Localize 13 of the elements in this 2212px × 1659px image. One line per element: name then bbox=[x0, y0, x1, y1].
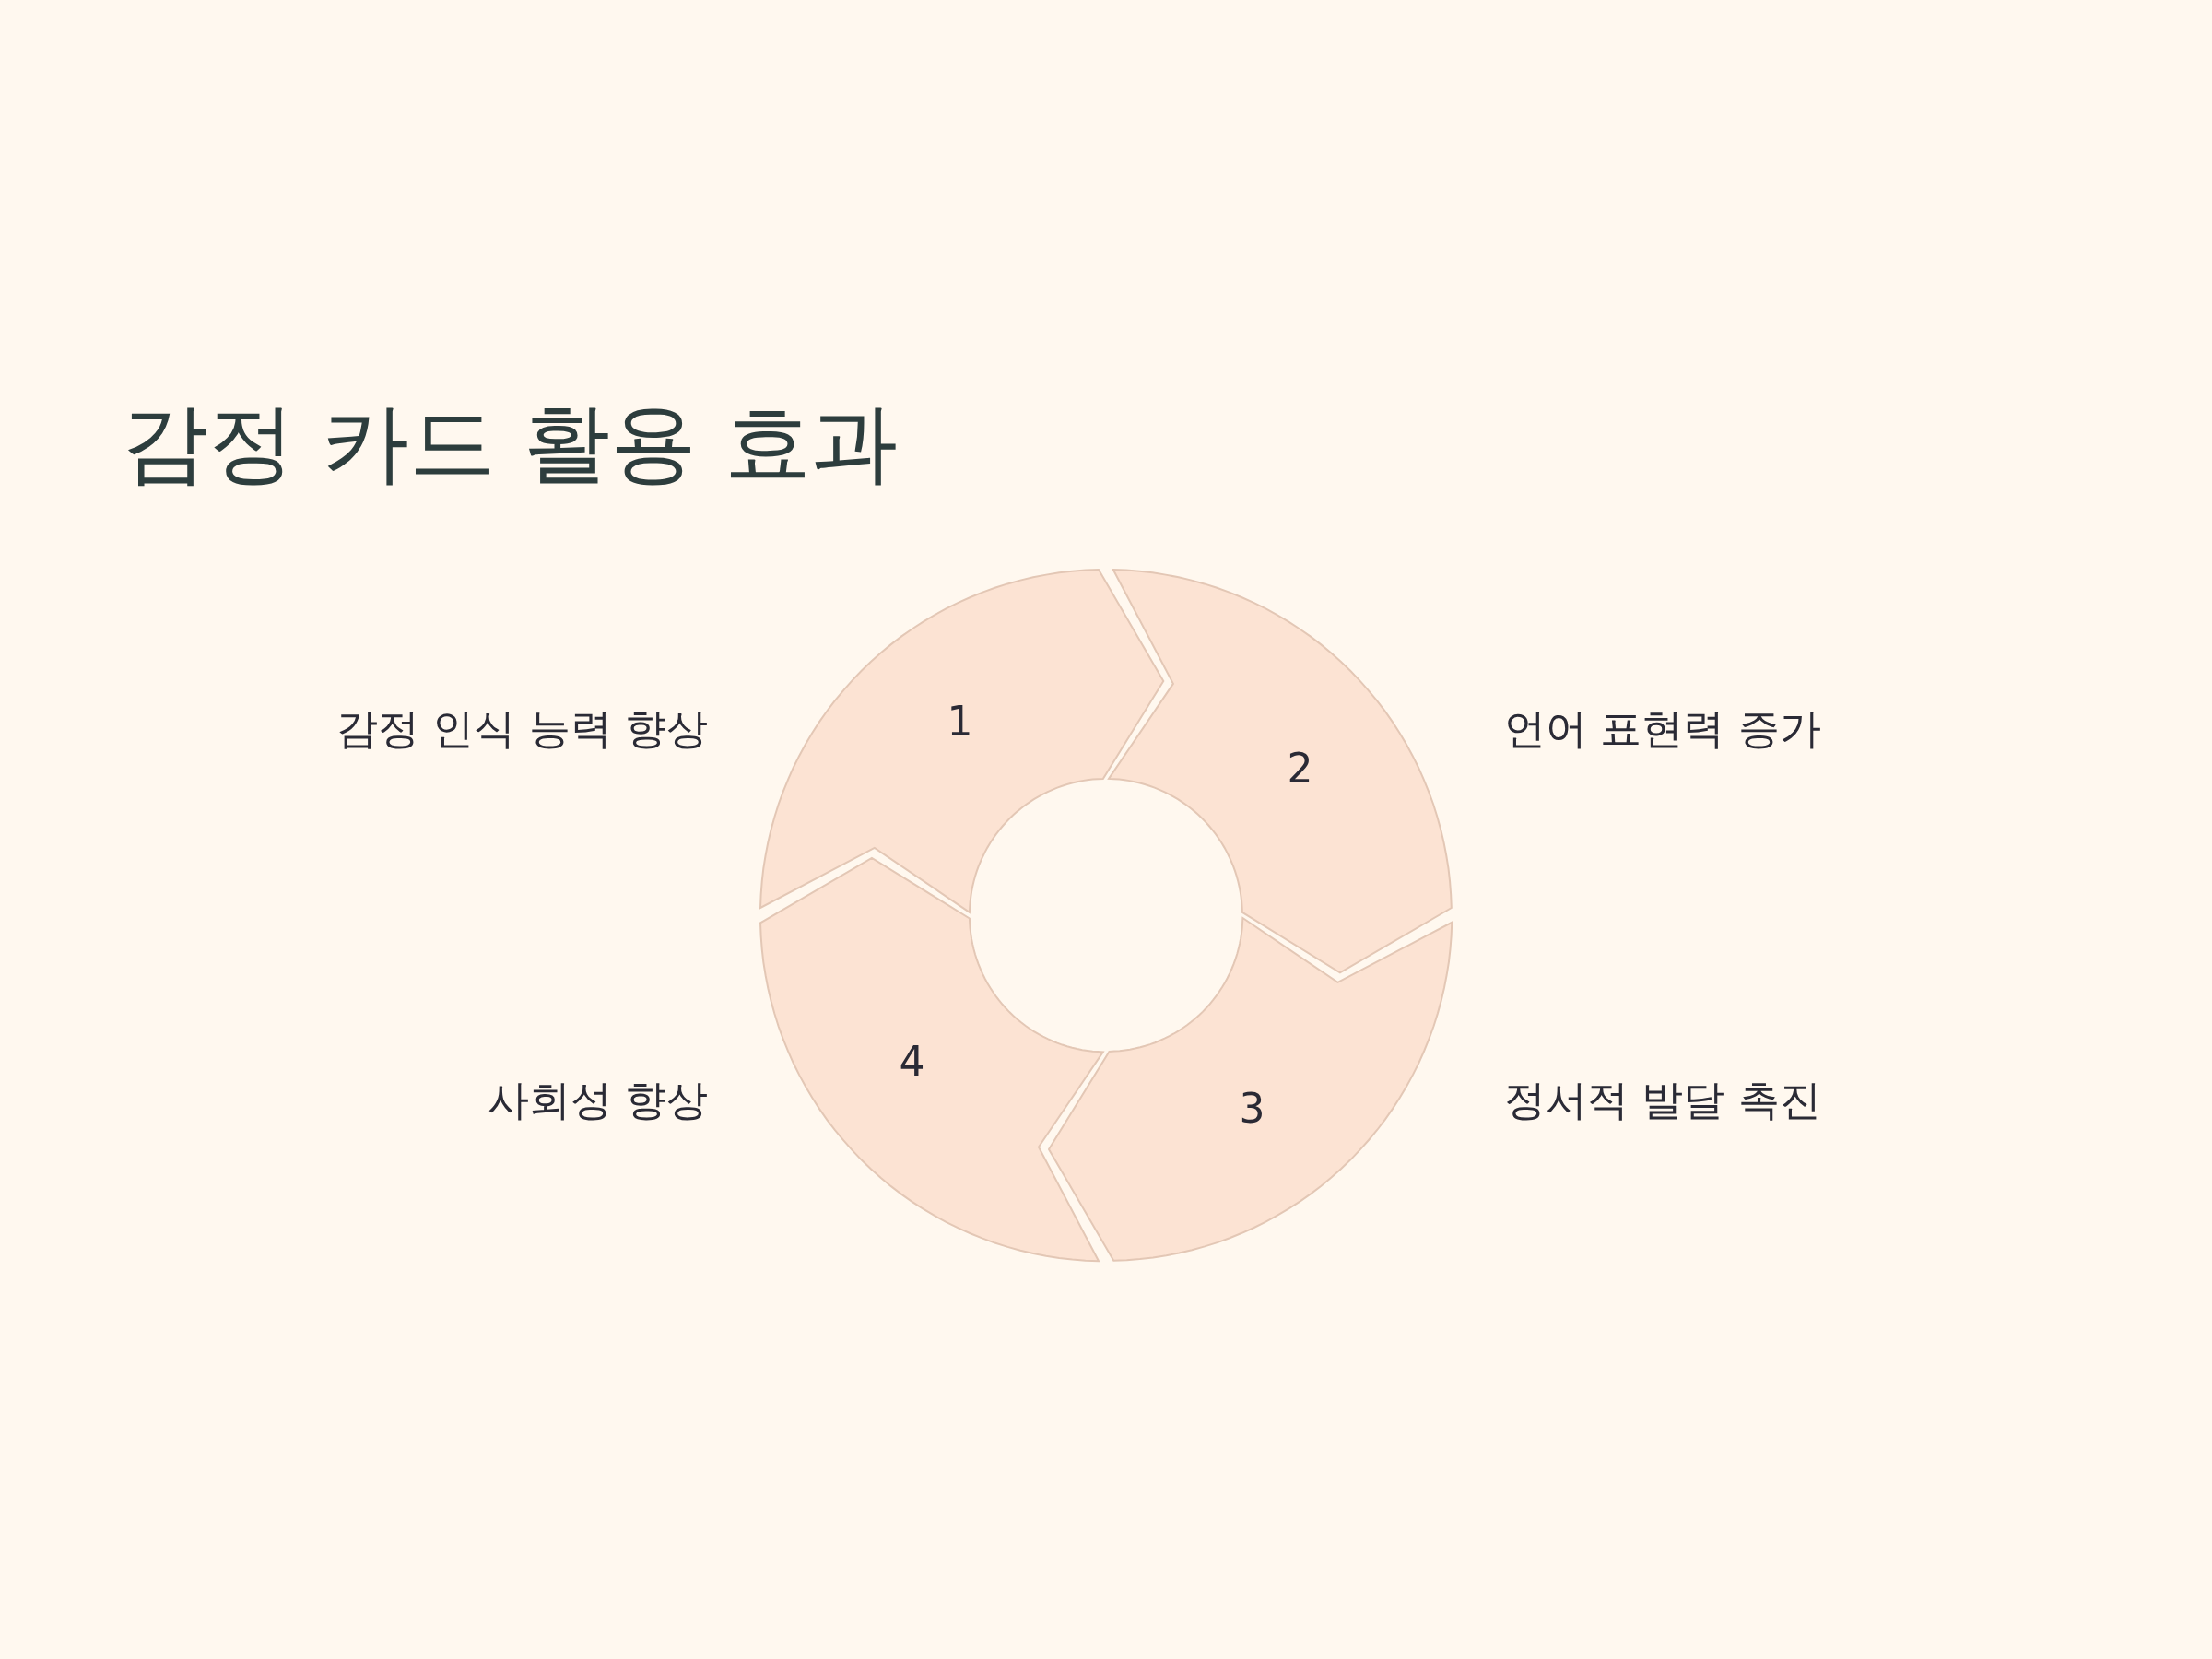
cycle-segment bbox=[759, 855, 1105, 1263]
step-caption: 정서적 발달 촉진 bbox=[1504, 1076, 1821, 1125]
step-number: 3 bbox=[1239, 1088, 1265, 1130]
step-caption: 사회성 향상 bbox=[487, 1076, 708, 1125]
step-number: 4 bbox=[899, 1041, 925, 1082]
step-number: 2 bbox=[1287, 748, 1313, 790]
cycle-segment bbox=[1107, 568, 1453, 975]
step-caption: 언어 표현력 증가 bbox=[1504, 704, 1821, 754]
cycle-segment bbox=[1046, 916, 1453, 1263]
cycle-segment bbox=[759, 568, 1166, 914]
step-caption: 감정 인식 능력 향상 bbox=[336, 704, 708, 754]
title: 감정 카드 활용 효과 bbox=[122, 392, 898, 495]
step-number: 1 bbox=[947, 700, 973, 742]
